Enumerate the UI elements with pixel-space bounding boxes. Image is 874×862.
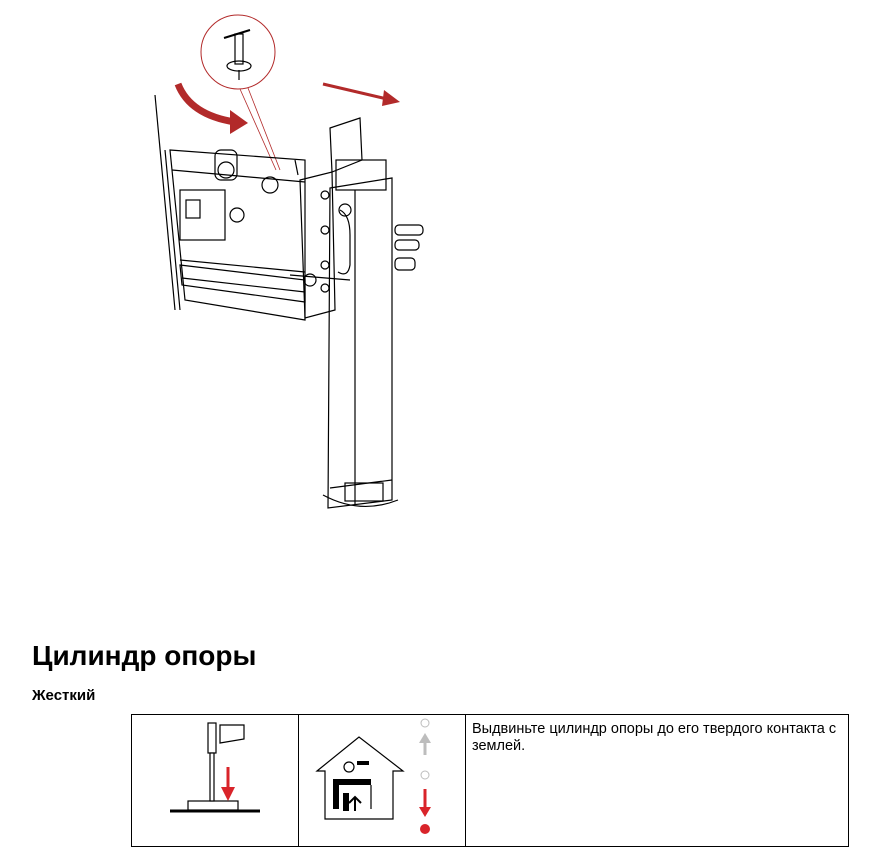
- stabilizer-illustration: [140, 10, 440, 520]
- table-row: Выдвиньте цилиндр опоры до его твердого …: [131, 714, 849, 847]
- section-title: Цилиндр опоры: [32, 640, 257, 671]
- section-subtitle: Жесткий: [32, 687, 96, 704]
- instruction-text: Выдвиньте цилиндр опоры до его твердого …: [465, 714, 849, 847]
- operator-house-icon: [315, 718, 431, 834]
- leg-down-icon: [170, 722, 260, 813]
- leg-extend-pictogram-cell: [131, 714, 299, 847]
- control-pictogram-cell: [298, 714, 466, 847]
- stabilizer-leg-drawing: [154, 14, 424, 509]
- steps-table: Выдвиньте цилиндр опоры до его твердого …: [131, 714, 849, 847]
